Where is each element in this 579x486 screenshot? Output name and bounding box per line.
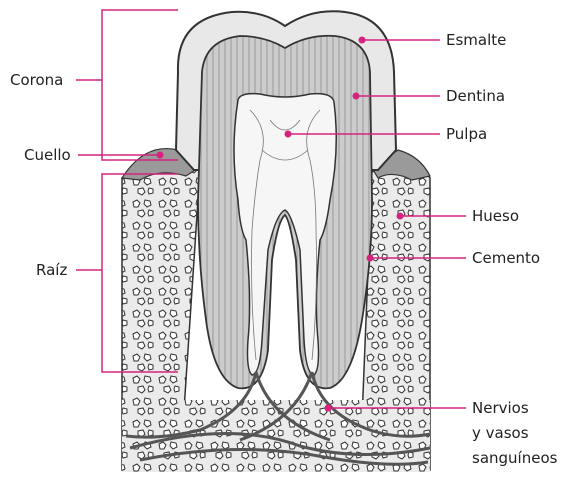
label-esmalte: Esmalte <box>446 31 506 49</box>
label-nervios-line3: sanguíneos <box>472 446 557 471</box>
label-cuello: Cuello <box>24 146 71 164</box>
corona-bracket <box>102 10 178 160</box>
label-hueso: Hueso <box>472 207 519 225</box>
dentin-layer <box>198 36 372 389</box>
label-corona: Corona <box>10 71 63 89</box>
label-dentina: Dentina <box>446 87 505 105</box>
label-nervios-line2: y vasos <box>472 421 557 446</box>
label-raiz: Raíz <box>36 261 67 279</box>
label-nervios-line1: Nervios <box>472 396 557 421</box>
label-nervios-y-vasos: Nervios y vasos sanguíneos <box>472 396 557 471</box>
label-cemento: Cemento <box>472 249 540 267</box>
label-pulpa: Pulpa <box>446 125 487 143</box>
